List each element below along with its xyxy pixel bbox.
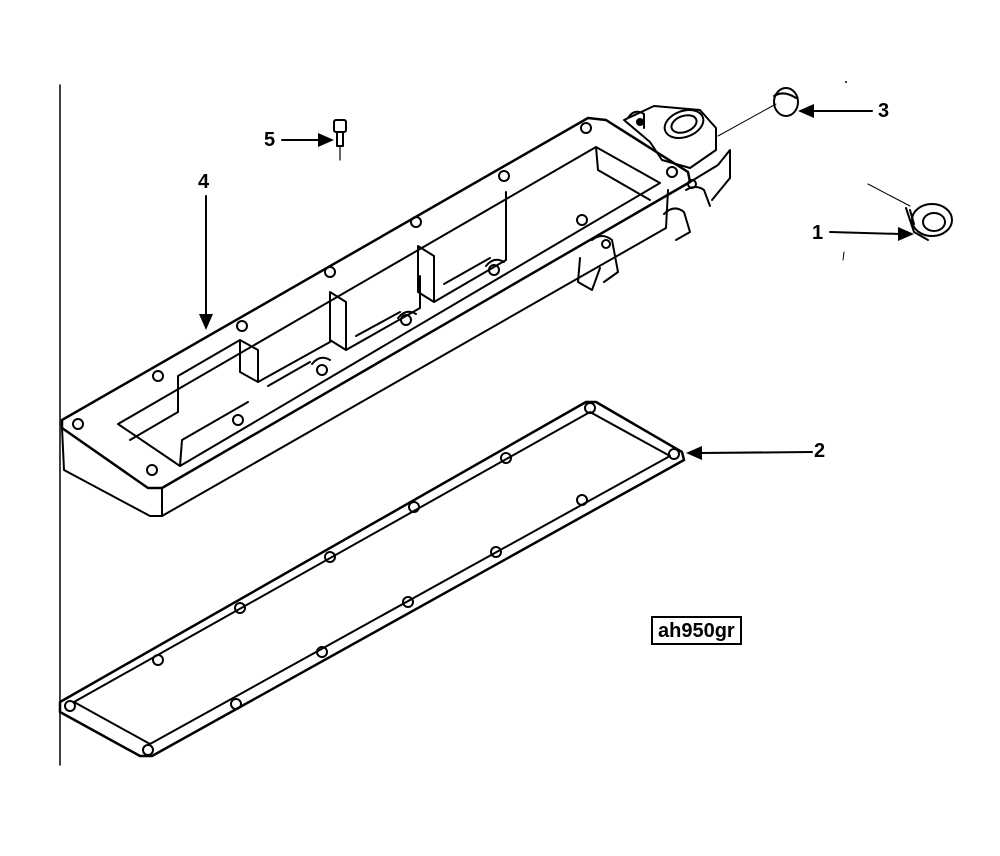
plug-threaded: [867, 183, 953, 241]
gasket: [58, 400, 686, 758]
callout-2: 2: [814, 440, 826, 462]
plug-small: [717, 87, 799, 137]
callout-3: 3: [878, 100, 890, 122]
callout-leaders: [205, 110, 901, 454]
cover-housing: [60, 105, 731, 517]
callout-5: 5: [264, 129, 276, 151]
callout-4: 4: [198, 171, 210, 193]
callout-arrowheads: [199, 104, 914, 460]
drawing-code-label: ah950gr: [651, 616, 742, 645]
bolt: [333, 119, 347, 161]
callout-1: 1: [812, 222, 824, 244]
